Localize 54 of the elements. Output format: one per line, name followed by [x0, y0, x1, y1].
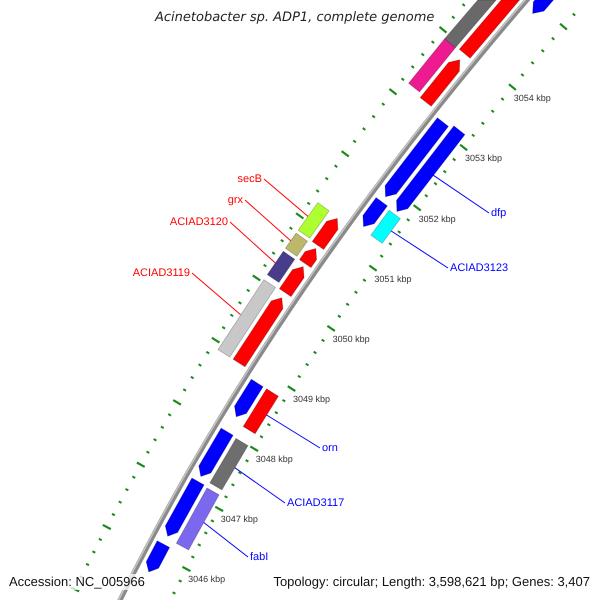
- leader-line: [264, 178, 308, 217]
- leader-line: [234, 467, 286, 504]
- leader-line: [432, 174, 490, 214]
- gene-bar: [298, 248, 317, 268]
- leader-line: [390, 230, 448, 268]
- gene-bar: [384, 117, 449, 198]
- gene-label: ACIAD3123: [450, 262, 508, 274]
- gene-bar: [234, 378, 264, 418]
- gene-bar: [164, 477, 205, 537]
- gene-bar: [532, 0, 554, 14]
- gene-bar: [420, 59, 460, 107]
- leader-line: [266, 414, 320, 448]
- gene-label: fabI: [250, 550, 268, 564]
- gene-label: ACIAD3117: [287, 496, 344, 510]
- gene-bar: [370, 210, 401, 244]
- gene-label: ACIAD3120: [170, 216, 228, 228]
- gene-label: dfp: [491, 206, 506, 220]
- gene-bar: [312, 218, 338, 250]
- leader-line: [203, 522, 248, 558]
- gene-bar: [362, 197, 388, 228]
- gene-bar: [242, 388, 279, 434]
- gene-label: orn: [322, 442, 338, 454]
- gene-bar: [198, 428, 234, 478]
- scale-label: 3054 kbp: [514, 92, 551, 104]
- leader-line: [230, 222, 276, 264]
- scale-label: 3049 kbp: [293, 394, 330, 406]
- gene-label: grx: [228, 194, 243, 206]
- scale-label: 3052 kbp: [418, 214, 456, 225]
- gene-bar: [444, 0, 498, 48]
- genome-stats-text: Topology: circular; Length: 3,598,621 bp; Genes: 3,407: [272, 574, 591, 590]
- gene-label: secB: [238, 172, 262, 186]
- scale-label: 3046 kbp: [188, 574, 226, 586]
- scale-label: 3051 kbp: [374, 274, 412, 285]
- gene-bar: [396, 125, 466, 212]
- leader-line: [192, 272, 241, 316]
- gene-bar: [146, 540, 170, 573]
- gene-bar: [176, 487, 220, 551]
- gene-label: ACIAD3119: [132, 266, 190, 280]
- gene-bar: [284, 232, 308, 257]
- scale-label: 3053 kbp: [464, 153, 502, 164]
- scale-label: 3048 kbp: [256, 454, 293, 466]
- scale-label: 3050 kbp: [332, 334, 370, 346]
- leader-line: [244, 200, 292, 242]
- scale-label: 3047 kbp: [220, 514, 258, 526]
- gene-bar: [232, 297, 284, 368]
- gene-bar: [458, 0, 520, 59]
- gene-bar: [217, 279, 276, 358]
- gene-bar: [266, 250, 296, 284]
- accession-text: Accession: NC_005966: [8, 574, 146, 590]
- gene-bar: [408, 38, 456, 93]
- gene-bar: [209, 438, 249, 490]
- map-title: Acinetobacter sp. ADP1, complete genome: [155, 10, 434, 25]
- gene-bar: [278, 266, 305, 298]
- gene-bar: [298, 202, 330, 239]
